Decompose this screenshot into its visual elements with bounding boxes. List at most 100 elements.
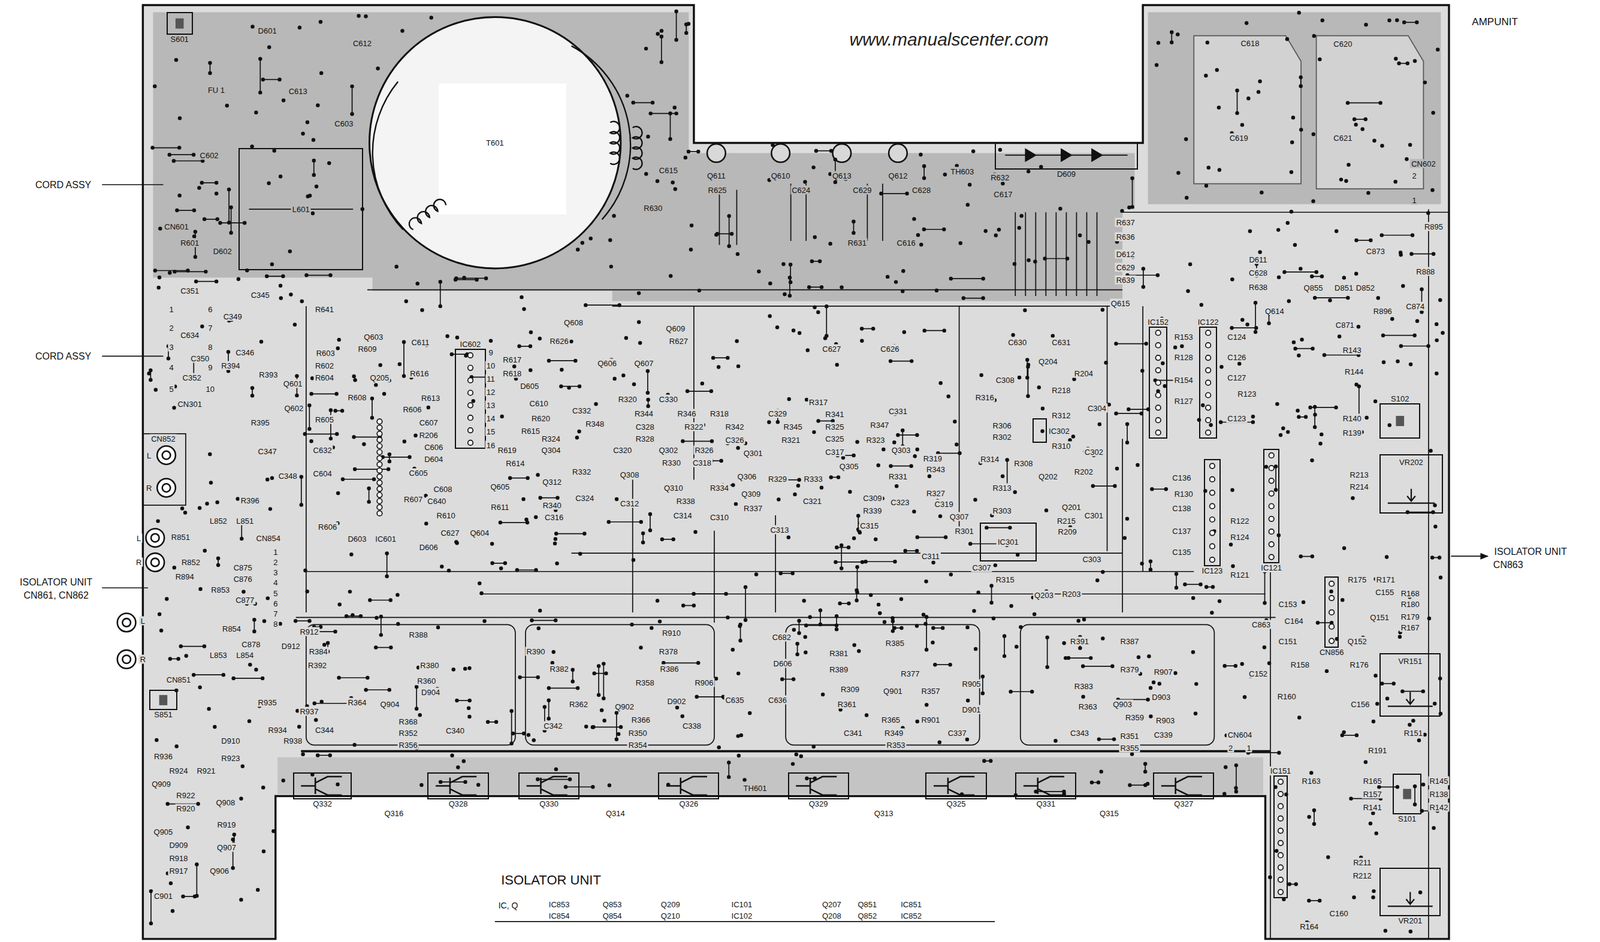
solder-pad <box>1140 368 1144 373</box>
solder-pad <box>319 71 323 75</box>
part-label: Q332 <box>311 799 334 809</box>
part-label: D851 <box>1333 283 1355 293</box>
solder-pad <box>1233 663 1238 668</box>
solder-pad <box>337 602 341 606</box>
solder-pad <box>837 601 842 606</box>
solder-pad <box>1293 882 1298 886</box>
trace-stub <box>633 101 653 104</box>
solder-pad <box>225 103 229 108</box>
solder-pad <box>1012 261 1017 266</box>
trace-stub <box>150 891 152 924</box>
solder-pad <box>1413 802 1417 806</box>
part-label: R339 <box>861 505 883 515</box>
solder-pad <box>742 777 747 782</box>
solder-pad <box>726 774 731 779</box>
solder-pad <box>1295 408 1300 413</box>
solder-pad <box>1002 654 1007 658</box>
solder-pad <box>645 369 650 373</box>
solder-pad <box>1026 169 1031 174</box>
solder-pad <box>1431 826 1436 830</box>
solder-pad <box>309 391 313 396</box>
solder-pad <box>281 98 286 102</box>
solder-pad <box>314 717 318 722</box>
trace-stub <box>306 274 331 276</box>
solder-pad <box>194 862 199 866</box>
solder-pad <box>1148 567 1153 572</box>
solder-pad <box>454 698 459 703</box>
part-label: R158 <box>1289 659 1311 669</box>
solder-pad <box>367 598 372 602</box>
solder-pad <box>863 559 868 564</box>
part-label: R631 <box>846 238 868 248</box>
solder-pad <box>922 328 926 332</box>
trace-stub <box>354 436 380 438</box>
solder-pad <box>1320 18 1325 23</box>
solder-pad <box>680 714 684 718</box>
trace-stub <box>1236 90 1239 114</box>
trace-stub <box>1175 574 1177 588</box>
ic-pin <box>1205 405 1212 411</box>
solder-pad <box>993 563 998 567</box>
trace-stub <box>531 619 556 621</box>
solder-pad <box>218 221 222 225</box>
part-label: C324 <box>574 493 596 503</box>
trace-stub <box>1006 460 1008 486</box>
solder-pad <box>179 644 183 648</box>
solder-pad <box>915 447 919 452</box>
solder-pad <box>1025 394 1030 398</box>
solder-pad <box>1045 665 1049 669</box>
solder-pad <box>252 629 256 634</box>
component-outline: IC302 <box>1032 418 1047 443</box>
part-label: Q604 <box>468 528 491 538</box>
part-label: R144 <box>1343 366 1365 376</box>
solder-pad <box>1432 701 1437 706</box>
solder-pad <box>1438 297 1442 302</box>
solder-pad <box>1233 786 1238 790</box>
solder-pad <box>631 557 636 562</box>
trace-stub <box>602 663 605 699</box>
ic-pin <box>1278 877 1284 883</box>
solder-pad <box>609 264 614 269</box>
solder-pad <box>328 273 332 277</box>
part-label: Q301 <box>742 448 765 458</box>
trace-stub <box>1142 269 1144 288</box>
solder-pad <box>855 439 859 444</box>
solder-pad <box>1426 210 1430 215</box>
diodes <box>1025 149 1103 162</box>
solder-pad <box>915 433 919 437</box>
solder-pad <box>856 514 860 518</box>
solder-pad <box>1364 415 1369 420</box>
solder-pad <box>860 560 865 564</box>
trace-stub <box>917 536 946 539</box>
solder-pad <box>912 454 917 458</box>
solder-pad <box>241 589 246 594</box>
solder-pad <box>533 515 538 519</box>
solder-pad <box>1229 542 1233 547</box>
trace-lines <box>248 155 1449 940</box>
ic-pin <box>468 390 474 396</box>
solder-pad <box>1130 176 1134 180</box>
solder-pad <box>1312 296 1317 300</box>
solder-pad <box>526 732 531 737</box>
solder-pad <box>1143 783 1147 787</box>
part-label: S851 <box>152 710 174 720</box>
component-outline: IC602 <box>454 348 486 449</box>
trace-stub <box>1402 690 1423 693</box>
solder-pad <box>419 783 424 787</box>
part-label: C607 <box>418 418 440 428</box>
solder-pad <box>946 394 950 398</box>
solder-pad <box>686 149 691 154</box>
solder-pad <box>657 619 662 624</box>
solder-pad <box>232 832 237 836</box>
solder-pad <box>637 291 641 295</box>
solder-pad <box>668 111 672 116</box>
solder-pad <box>1078 233 1082 237</box>
trace-stub <box>649 514 651 531</box>
solder-pad <box>177 145 181 150</box>
solder-pad <box>1342 545 1346 550</box>
part-label: R176 <box>1348 659 1370 669</box>
solder-pad <box>1256 89 1261 94</box>
solder-pad <box>833 157 838 162</box>
solder-pad <box>366 486 371 491</box>
ic-pin <box>1209 543 1216 549</box>
